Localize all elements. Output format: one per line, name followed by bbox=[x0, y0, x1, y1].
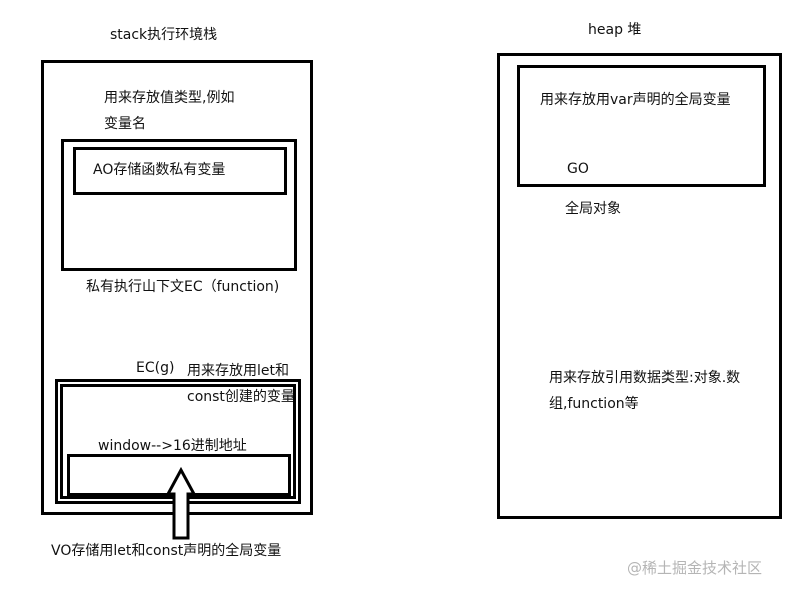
ao-label: AO存储函数私有变量 bbox=[93, 162, 226, 178]
vo-label: VO存储用let和const声明的全局变量 bbox=[51, 543, 282, 559]
let-const-line1: 用来存放用let和 bbox=[187, 363, 289, 379]
go-label: GO bbox=[567, 161, 589, 177]
ec-global-label: EC(g) bbox=[136, 360, 175, 376]
stack-title: stack执行环境栈 bbox=[110, 27, 218, 43]
heap-title: heap 堆 bbox=[588, 22, 642, 38]
up-arrow-icon bbox=[165, 466, 197, 540]
private-ec-box bbox=[61, 139, 297, 271]
global-object-label: 全局对象 bbox=[565, 201, 621, 217]
let-const-line2: const创建的变量 bbox=[187, 389, 295, 405]
private-ec-label: 私有执行山下文EC（function) bbox=[86, 279, 280, 295]
reference-types-line1: 用来存放引用数据类型:对象.数 bbox=[549, 370, 741, 386]
heap-box bbox=[497, 53, 782, 519]
go-box bbox=[517, 65, 766, 187]
reference-types-line2: 组,function等 bbox=[549, 396, 639, 412]
window-label: window-->16进制地址 bbox=[98, 438, 247, 454]
watermark: @稀土掘金技术社区 bbox=[627, 559, 763, 577]
var-global-label: 用来存放用var声明的全局变量 bbox=[540, 92, 731, 108]
stack-value-types-line1: 用来存放值类型,例如 bbox=[104, 90, 235, 106]
ao-box bbox=[73, 147, 287, 195]
stack-value-types-line2: 变量名 bbox=[104, 116, 146, 132]
